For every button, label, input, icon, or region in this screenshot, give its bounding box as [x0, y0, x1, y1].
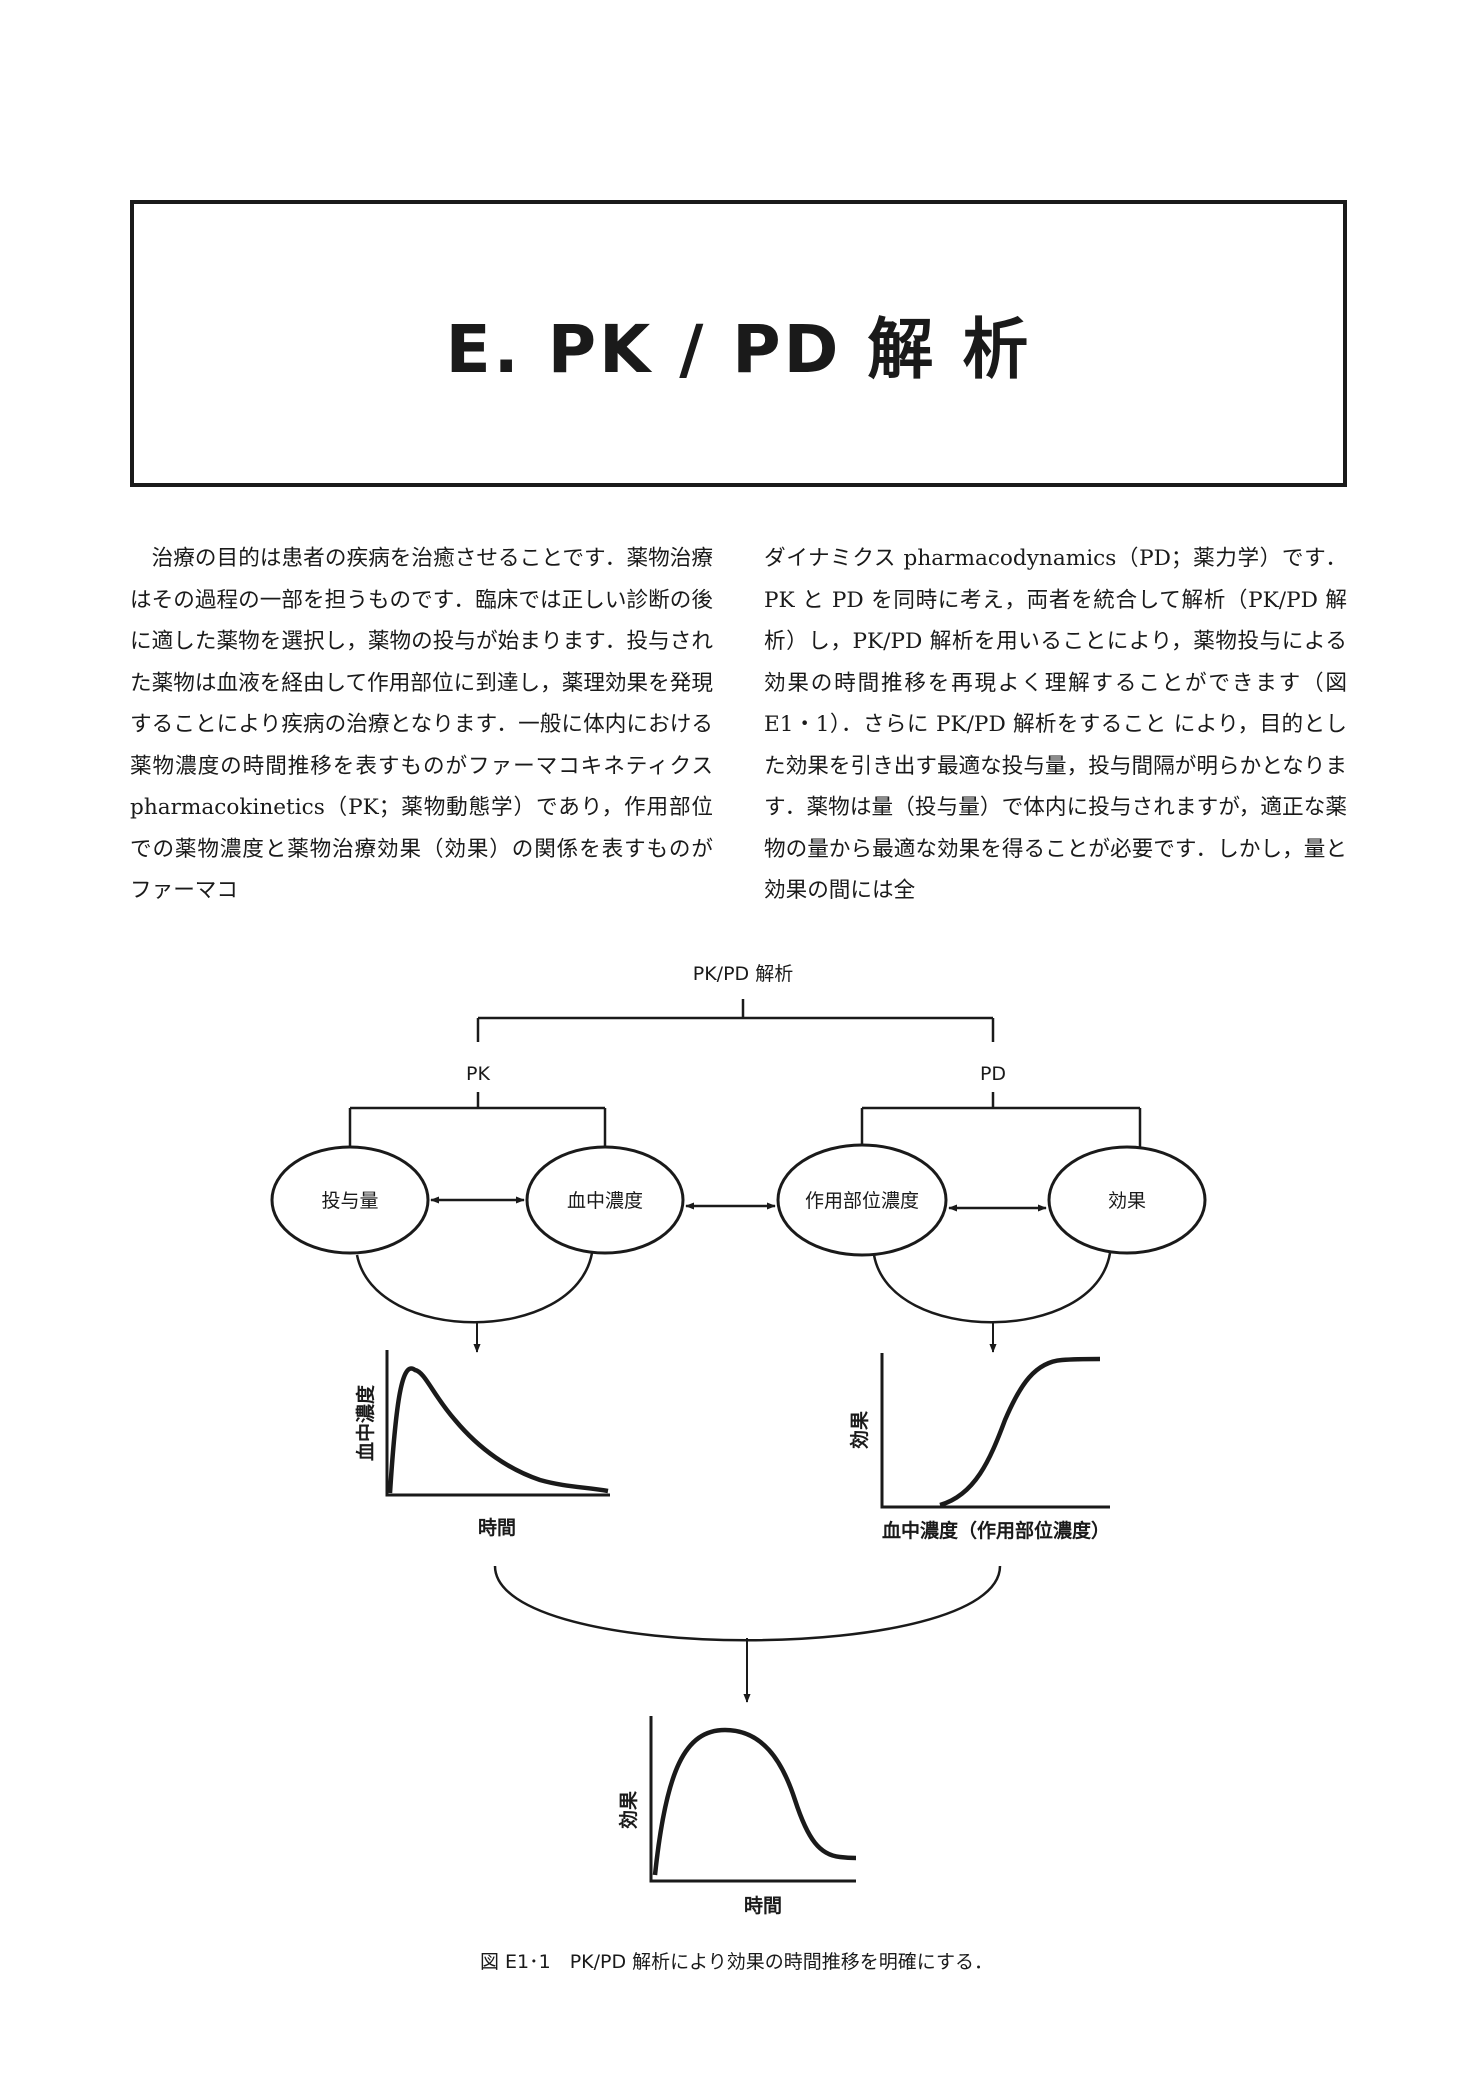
pk-underarc: [355, 1252, 594, 1324]
node-site-ellipse: [776, 1143, 948, 1257]
graph2-axes: [880, 1353, 1110, 1509]
graph1-axes: [385, 1350, 610, 1497]
pd-label: PD: [980, 1063, 1006, 1085]
pk-label: PK: [466, 1063, 490, 1085]
node-dose-label: 投与量: [321, 1190, 378, 1212]
body-column-right: ダイナミクス pharmacodynamics（PD；薬力学）です．PK と P…: [764, 538, 1347, 912]
pd-bracket: [860, 1092, 1142, 1148]
root-label: PK/PD 解析: [693, 963, 793, 985]
graph3-ylabel: 効果: [617, 1791, 640, 1829]
graph1-xlabel: 時間: [478, 1517, 516, 1539]
node-effect-label: 効果: [1108, 1190, 1146, 1212]
graph2-xlabel: 血中濃度（作用部位濃度）: [882, 1519, 1110, 1542]
graph1-curve: [387, 1366, 609, 1494]
body-column-left: 治療の目的は患者の疾病を治癒させることです．薬物治療はその過程の一部を担うもので…: [130, 538, 713, 912]
graph-effect-time: 効果 時間: [617, 1716, 857, 1917]
node-site-label: 作用部位濃度: [805, 1190, 919, 1212]
graph3-xlabel: 時間: [744, 1895, 782, 1917]
root-bracket: [476, 999, 995, 1042]
node-effect-ellipse: [1047, 1145, 1207, 1255]
node-blood-ellipse: [525, 1145, 685, 1255]
node-dose-ellipse: [270, 1145, 430, 1255]
pk-bracket: [348, 1092, 607, 1148]
graph3-axes: [649, 1716, 856, 1883]
body-text: 治療の目的は患者の疾病を治癒させることです．薬物治療はその過程の一部を担うもので…: [130, 538, 1347, 912]
graph2-curve: [939, 1356, 1101, 1508]
pd-underarc: [872, 1252, 1112, 1324]
graph1-ylabel: 血中濃度: [354, 1384, 377, 1461]
body-paragraph-1: 治療の目的は患者の疾病を治癒させることです．薬物治療はその過程の一部を担うもので…: [130, 546, 713, 903]
graph3-curve: [652, 1727, 857, 1876]
graph-concentration-time: 血中濃度 時間: [354, 1350, 610, 1539]
graph2-ylabel: 効果: [848, 1411, 871, 1449]
section-title: E. PK / PD 解 析: [445, 310, 1032, 388]
body-paragraph-2: ダイナミクス pharmacodynamics（PD；薬力学）です．PK と P…: [764, 546, 1347, 903]
graph-effect-concentration: 効果 血中濃度（作用部位濃度）: [848, 1353, 1110, 1542]
node-blood-label: 血中濃度: [567, 1190, 643, 1212]
figure-caption: 図 E1･1 PK/PD 解析により効果の時間推移を明確にする．: [480, 1951, 993, 1973]
section-title-box: E. PK / PD 解 析: [130, 200, 1347, 487]
convergence-arc: [493, 1565, 1002, 1642]
